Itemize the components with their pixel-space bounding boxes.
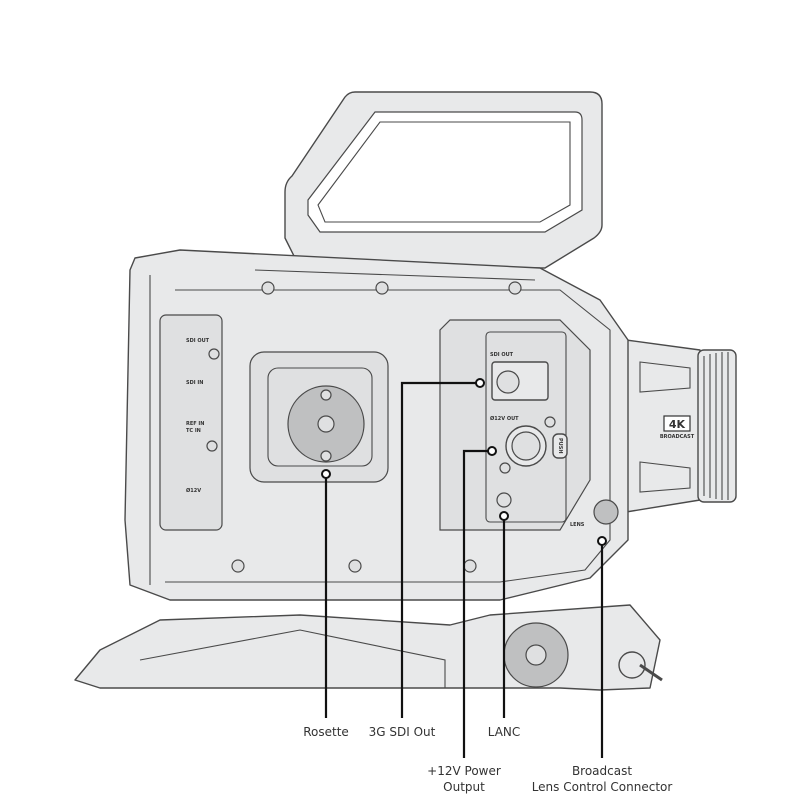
power-output-marker <box>487 446 497 456</box>
side-ref-in-label: REF IN <box>186 421 204 427</box>
callout-rosette: Rosette <box>303 724 349 740</box>
lens-connector-marker <box>597 536 607 546</box>
4k-badge <box>663 415 691 432</box>
side-tc-in-label: TC IN <box>186 428 201 434</box>
side-sdi-in-label: SDI IN <box>186 380 203 386</box>
callout-lens-line1: Broadcast <box>571 764 633 778</box>
side-sdi-out-label: SDI OUT <box>186 338 210 344</box>
lens-connector-port <box>593 499 619 525</box>
side-screw-icon <box>206 440 218 452</box>
panel-sdi-out-label: SDI OUT <box>490 352 514 358</box>
push-label: PUSH <box>557 438 563 454</box>
sdi-out-marker <box>475 378 485 388</box>
callout-sdi-out-text: 3G SDI Out <box>368 725 436 739</box>
panel-12v-out-label: Ø12V OUT <box>490 415 519 422</box>
rosette-marker <box>321 469 331 479</box>
4k-badge-text: 4K <box>669 418 686 431</box>
top-handle <box>284 91 603 269</box>
lens-label: LENS <box>570 522 585 528</box>
lens: 4K BROADCAST <box>625 339 737 513</box>
callout-power-line1: +12V Power <box>427 764 501 778</box>
callout-lines <box>321 378 607 758</box>
lanc-port <box>496 492 512 508</box>
screw-icons <box>231 281 522 573</box>
broadcast-badge-text: BROADCAST <box>660 434 695 440</box>
callout-rosette-text: Rosette <box>303 725 349 739</box>
callout-lanc: LANC <box>488 724 521 740</box>
side-io-panel <box>159 314 223 531</box>
lanc-marker <box>499 511 509 521</box>
callout-lens-line2: Lens Control Connector <box>531 780 673 794</box>
callout-sdi-out: 3G SDI Out <box>369 724 436 740</box>
rear-io-panel <box>439 319 591 531</box>
base-plate <box>74 604 663 691</box>
camera-body: SDI OUT SDI IN REF IN TC IN Ø12V SDI OUT… <box>124 249 629 601</box>
callout-lanc-text: LANC <box>487 725 521 739</box>
side-12v-label: Ø12V <box>186 487 201 494</box>
side-screw-icon <box>208 348 220 360</box>
callout-power-line2: Output <box>443 780 485 794</box>
